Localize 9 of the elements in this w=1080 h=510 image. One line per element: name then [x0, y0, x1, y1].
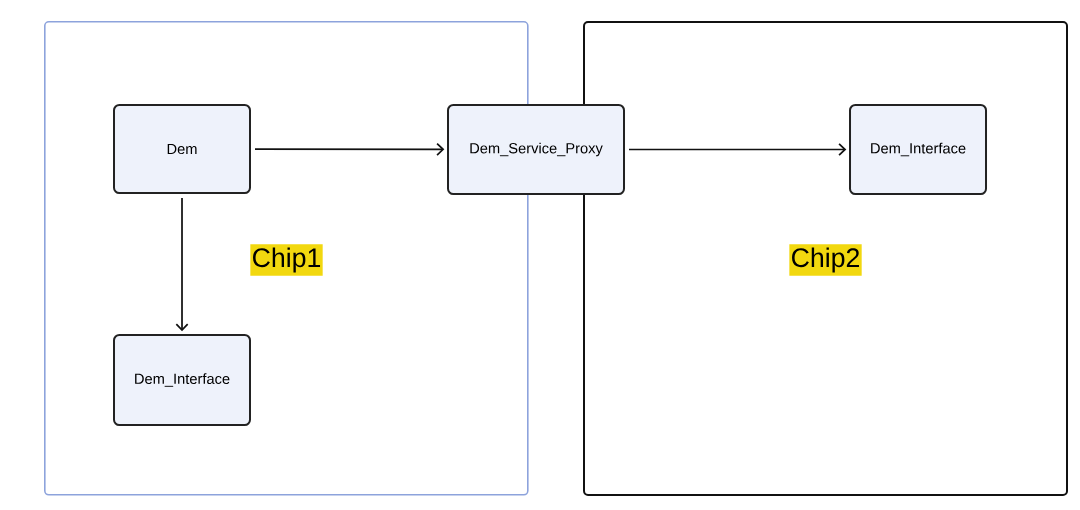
module-box: Dem_Interface [849, 104, 987, 195]
module-box: Dem_Service_Proxy [447, 104, 625, 195]
module-box: Dem_Interface [113, 334, 251, 426]
highlighted-label: Chip2 [789, 244, 862, 276]
highlighted-label: Chip1 [250, 244, 323, 276]
arrow [175, 197, 189, 332]
module-box: Dem [113, 104, 251, 194]
arrow [628, 142, 847, 157]
arrow [254, 142, 445, 156]
